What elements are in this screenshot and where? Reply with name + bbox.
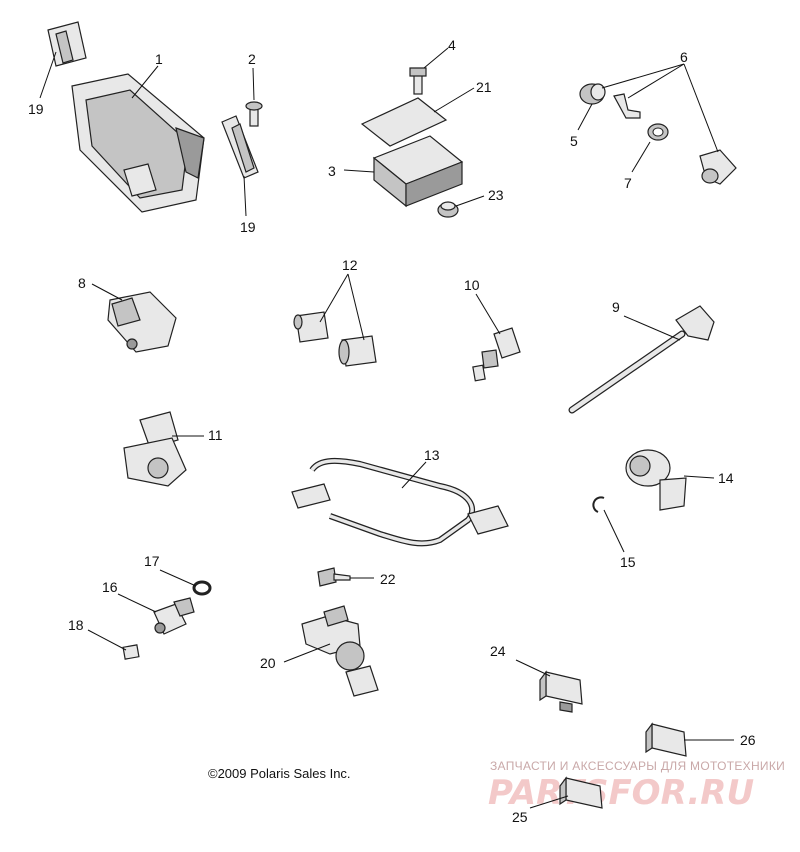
part-19-bracket-left [47,21,87,67]
part-23-grommet [437,201,459,218]
callout-19-left: 19 [28,101,44,117]
callout-26: 26 [740,732,756,748]
part-24-relay [539,670,583,713]
callout-11: 11 [208,427,223,443]
callout-12: 12 [342,257,358,273]
part-15-clip [592,496,605,513]
callout-23: 23 [488,187,504,203]
part-7-ring [647,123,669,141]
callout-3: 3 [328,163,336,179]
part-9-long-sensor [568,305,715,414]
part-18-screw [122,644,140,660]
callout-15: 15 [620,554,636,570]
part-1-ecu [71,73,205,213]
part-17-o-ring [192,580,212,596]
callout-14: 14 [718,470,734,486]
part-6-sensor [699,149,737,185]
part-21-plate [360,97,448,147]
watermark: ЗАПЧАСТИ И АКСЕССУАРЫ ДЛЯ МОТОТЕХНИКИ PA… [488,759,785,813]
part-5-sensor-body [579,83,606,105]
copyright-text: ©2009 Polaris Sales Inc. [208,766,351,781]
part-12-cap-b [338,335,377,367]
part-10-temp-sensor [472,327,521,382]
part-6-clip [613,93,641,119]
callout-13: 13 [424,447,440,463]
callout-4: 4 [448,37,456,53]
callout-16: 16 [102,579,118,595]
part-25-relay [559,776,603,809]
part-16-sensor [153,597,195,635]
callout-17: 17 [144,553,160,569]
callout-10: 10 [464,277,480,293]
callout-25: 25 [512,809,528,825]
watermark-logo: PARTSFOR.RU [488,773,754,813]
callout-18: 18 [68,617,84,633]
callout-6: 6 [680,49,688,65]
callout-9: 9 [612,299,620,315]
part-19-bracket-right [221,115,259,179]
callout-1: 1 [155,51,163,67]
part-26-relay [645,722,687,757]
part-13-harness [291,457,509,547]
watermark-tagline: ЗАПЧАСТИ И АКСЕССУАРЫ ДЛЯ МОТОТЕХНИКИ [490,759,785,773]
callout-8: 8 [78,275,86,291]
callout-2: 2 [248,51,256,67]
part-12-cap-a [293,311,329,343]
part-3-module [372,135,464,208]
callout-24: 24 [490,643,506,659]
callout-7: 7 [624,175,632,191]
part-2-screw [245,101,263,127]
callout-20: 20 [260,655,276,671]
part-20-throttle-assembly [301,605,379,697]
callout-22: 22 [380,571,396,587]
part-4-bolt [409,67,427,95]
callout-5: 5 [570,133,578,149]
part-22-screw [317,567,351,587]
part-11-throttle-sensor [123,411,187,487]
callout-21: 21 [476,79,492,95]
callout-19-right: 19 [240,219,256,235]
callout-labels: 1 2 3 4 5 6 7 8 9 10 11 12 13 14 15 16 1… [28,37,756,825]
part-14-knock-sensor [625,449,687,511]
part-8-map-sensor [107,291,177,353]
